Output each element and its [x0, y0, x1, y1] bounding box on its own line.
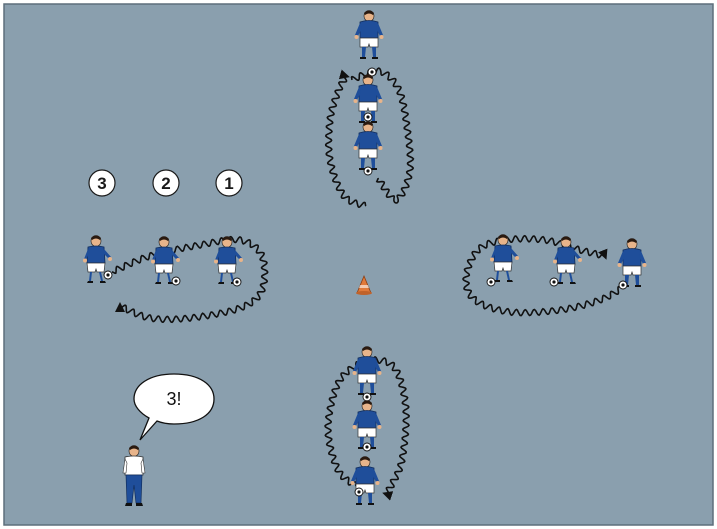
ball-icon: [619, 281, 627, 289]
coach-call-text: 3!: [166, 389, 181, 409]
number-marker-1: 1: [216, 170, 242, 196]
ball-icon: [172, 277, 180, 285]
ball-icon: [550, 278, 558, 286]
ball-icon: [364, 167, 372, 175]
ball-icon: [233, 278, 241, 286]
number-1-label: 1: [224, 174, 233, 193]
number-3-label: 3: [97, 174, 106, 193]
number-marker-2: 2: [153, 170, 179, 196]
number-marker-3: 3: [89, 170, 115, 196]
field-background: [4, 4, 713, 525]
ball-icon: [104, 271, 112, 279]
number-2-label: 2: [161, 174, 170, 193]
ball-icon: [363, 393, 371, 401]
ball-icon: [487, 278, 495, 286]
ball-icon: [363, 443, 371, 451]
ball-icon: [355, 488, 363, 496]
ball-icon: [364, 113, 372, 121]
